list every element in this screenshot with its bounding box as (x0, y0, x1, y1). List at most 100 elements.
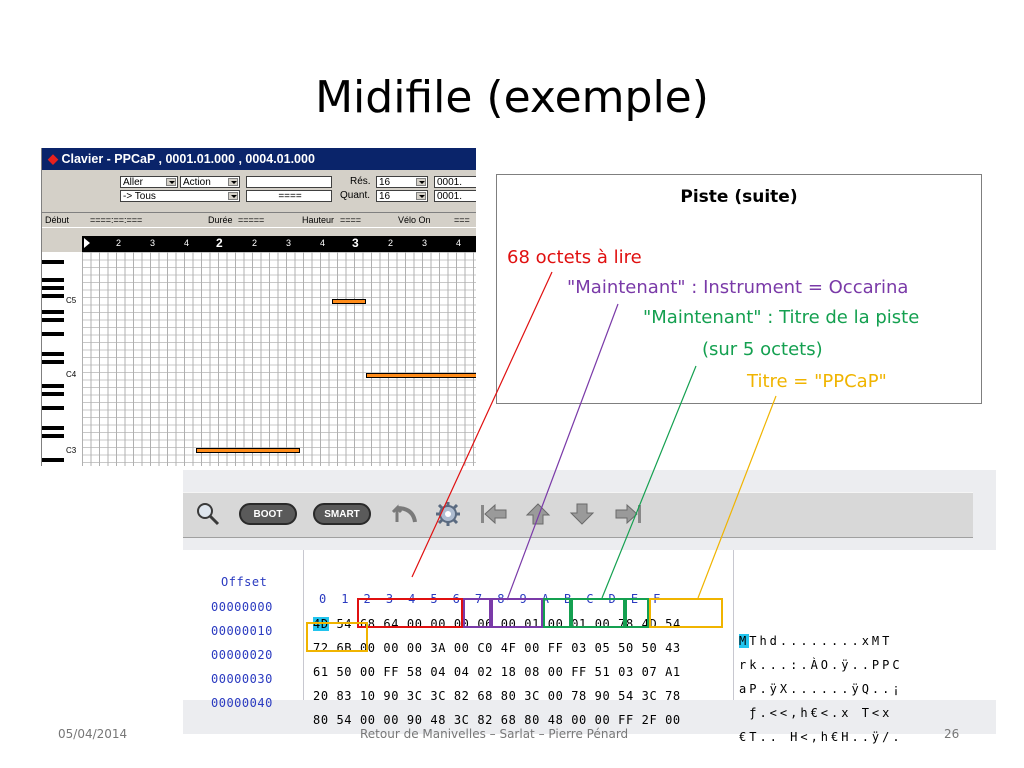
row-offset: 00000000 (211, 600, 273, 614)
cursor-char[interactable]: M (739, 634, 750, 648)
position-value: ==== (278, 191, 302, 202)
annotation-track-title: "Maintenant" : Titre de la piste (643, 307, 920, 328)
piano-roll-window: ◆ Clavier - PPCaP , 0001.01.000 , 0004.0… (41, 148, 476, 466)
aller-value: Aller (123, 177, 144, 188)
row-ascii: ƒ.<<,h€<.x T<x (739, 706, 893, 720)
black-key[interactable] (42, 384, 64, 388)
hex-row[interactable]: 00000020 61 50 00 FF 58 04 04 02 18 08 0… (183, 630, 900, 696)
black-key[interactable] (42, 458, 64, 462)
black-key[interactable] (42, 392, 64, 396)
ruler-tick: 3 (286, 238, 292, 248)
annotation-bytes-to-read: 68 octets à lire (507, 247, 642, 268)
row-hex: 61 50 00 FF 58 04 04 02 18 08 00 FF 51 0… (313, 665, 681, 679)
hex-header-row: Offset 0 1 2 3 4 5 6 7 8 9 A B C D E F (183, 557, 660, 606)
key-label-c4: C4 (66, 370, 77, 379)
row-offset: 00000020 (211, 648, 273, 662)
piano-roll-toolbar: Aller Action -> Tous ==== Rés. 16 0001. … (42, 170, 476, 212)
piano-roll-title: Clavier - PPCaP , 0001.01.000 , 0004.01.… (61, 152, 315, 166)
offset-header: Offset (221, 575, 268, 589)
first-page-icon[interactable] (477, 501, 511, 527)
smart-button[interactable]: SMART (313, 501, 371, 527)
action-value: Action (183, 177, 211, 188)
annotation-title-value: Titre = "PPCaP" (747, 371, 887, 392)
row-hex: 54 68 64 00 00 00 06 00 01 00 01 00 78 4… (328, 617, 681, 631)
black-key[interactable] (42, 352, 64, 356)
quant-label: Quant. (340, 190, 371, 201)
res-select[interactable]: 16 (376, 176, 428, 188)
action-select[interactable]: Action (180, 176, 240, 188)
time-ruler[interactable]: 2 3 4 2 2 3 4 3 2 3 4 (82, 236, 476, 252)
footer-center: Retour de Manivelles – Sarlat – Pierre P… (360, 727, 629, 741)
note-grid[interactable] (82, 252, 476, 466)
position-field[interactable]: ==== (246, 190, 332, 202)
annotation-instrument: "Maintenant" : Instrument = Occarina (567, 277, 909, 298)
cursor-byte[interactable]: 4D (313, 617, 329, 631)
search-icon[interactable] (193, 501, 223, 527)
down-arrow-icon[interactable] (567, 501, 597, 527)
black-key[interactable] (42, 360, 64, 364)
ruler-tick: 2 (116, 238, 122, 248)
black-key[interactable] (42, 260, 64, 264)
quant-position-field[interactable]: 0001. (434, 190, 476, 202)
up-arrow-icon[interactable] (523, 501, 553, 527)
note-bar[interactable] (332, 299, 366, 304)
black-key[interactable] (42, 434, 64, 438)
ruler-measure: 3 (352, 236, 359, 250)
footer-page-number: 26 (944, 727, 960, 741)
tous-select[interactable]: -> Tous (120, 190, 240, 202)
playhead-marker-icon (84, 238, 90, 248)
quant-position-value: 0001. (437, 191, 463, 202)
divider (303, 550, 304, 700)
piano-keyboard[interactable]: C5 C4 C3 (42, 252, 83, 466)
divider (733, 550, 734, 700)
piano-roll-titlebar[interactable]: ◆ Clavier - PPCaP , 0001.01.000 , 0004.0… (42, 148, 476, 170)
hex-row[interactable]: 00000040 80 54 00 00 90 48 3C 82 68 80 4… (183, 678, 900, 744)
ruler-tick: 3 (422, 238, 428, 248)
row-ascii: Thd........xMT (749, 634, 893, 648)
row-hex: 20 83 10 90 3C 3C 82 68 80 3C 00 78 90 5… (313, 689, 681, 703)
ruler-tick: 4 (184, 238, 190, 248)
tous-value: -> Tous (123, 191, 156, 202)
footer-date: 05/04/2014 (58, 727, 128, 741)
row-offset: 00000040 (211, 696, 273, 710)
black-key[interactable] (42, 426, 64, 430)
black-key[interactable] (42, 332, 64, 336)
hex-row[interactable]: 00000000 4D 54 68 64 00 00 00 06 00 01 0… (183, 582, 889, 648)
hex-row[interactable]: 00000030 20 83 10 90 3C 3C 82 68 80 3C 0… (183, 654, 889, 720)
slide-title: Midifile (exemple) (315, 72, 709, 123)
black-key[interactable] (42, 406, 64, 410)
hex-grid[interactable]: Offset 0 1 2 3 4 5 6 7 8 9 A B C D E F 0… (183, 550, 996, 744)
hauteur-value: ==== (340, 215, 362, 225)
black-key[interactable] (42, 278, 64, 282)
chevron-down-icon (228, 192, 238, 200)
row-offset: 00000010 (211, 624, 273, 638)
velo-value: === (454, 215, 470, 225)
hex-row[interactable]: 00000010 72 6B 00 00 00 3A 00 C0 4F 00 F… (183, 606, 900, 672)
text-field[interactable] (246, 176, 332, 188)
black-key[interactable] (42, 286, 64, 290)
chevron-down-icon (416, 178, 426, 186)
boot-button[interactable]: BOOT (239, 501, 297, 527)
res-position-field[interactable]: 0001. (434, 176, 476, 188)
velo-label: Vélo On (398, 215, 431, 225)
res-position-value: 0001. (437, 177, 463, 188)
ruler-measure: 2 (216, 236, 223, 250)
hauteur-label: Hauteur (302, 215, 335, 225)
black-key[interactable] (42, 318, 64, 322)
note-bar[interactable] (196, 448, 300, 453)
gear-icon[interactable] (431, 501, 465, 527)
res-value: 16 (379, 177, 391, 188)
note-bar[interactable] (366, 373, 476, 378)
annotation-length: (sur 5 octets) (702, 339, 823, 360)
ruler-tick: 2 (252, 238, 258, 248)
black-key[interactable] (42, 310, 64, 314)
last-page-icon[interactable] (611, 501, 645, 527)
ruler-tick: 4 (320, 238, 326, 248)
hex-toolbar: BOOT SMART (183, 492, 973, 538)
quant-select[interactable]: 16 (376, 190, 428, 202)
res-label: Rés. (350, 176, 371, 187)
aller-select[interactable]: Aller (120, 176, 178, 188)
black-key[interactable] (42, 294, 64, 298)
annotation-heading: Piste (suite) (680, 187, 798, 207)
undo-arrow-icon[interactable] (389, 501, 423, 527)
